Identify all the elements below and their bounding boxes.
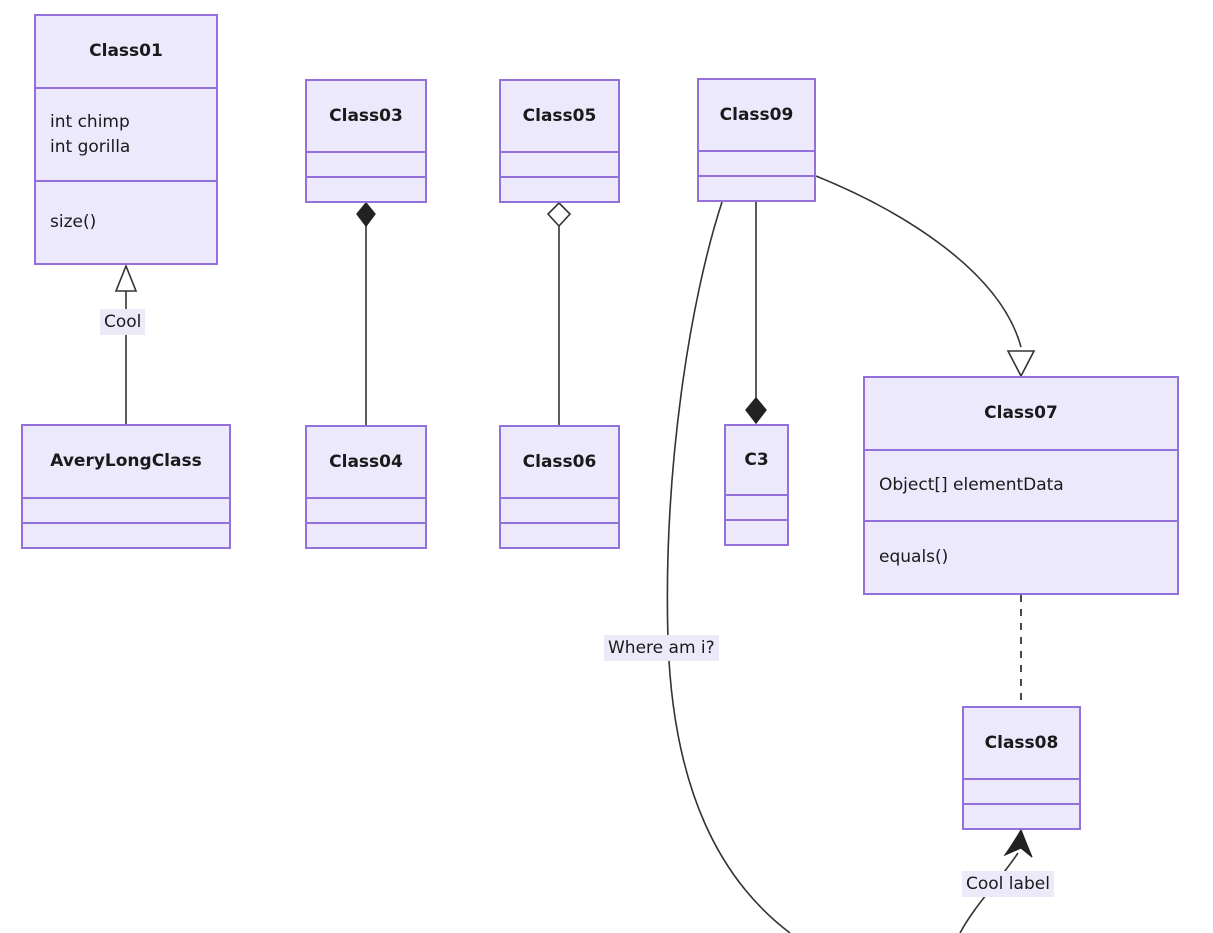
class-title-class08: Class08 — [984, 732, 1059, 753]
class-node-class01[interactable]: Class01 int chimp int gorilla size() — [34, 14, 218, 265]
class-attributes-averylongclass — [23, 496, 229, 522]
class-methods-class04 — [307, 521, 425, 547]
class-node-class03[interactable]: Class03 — [305, 79, 427, 203]
edge-label-cool[interactable]: Cool — [100, 309, 146, 336]
edge-class09-class07 — [815, 175, 1036, 378]
class-methods-class05 — [501, 175, 618, 201]
class-attributes-class06 — [501, 496, 618, 522]
class-node-averylongclass[interactable]: AveryLongClass — [21, 424, 231, 549]
class-title-c3: C3 — [744, 449, 769, 470]
class-node-c3[interactable]: C3 — [724, 424, 789, 546]
class-attributes-class09 — [699, 149, 814, 175]
class-title-class05: Class05 — [522, 105, 597, 126]
class-title-class09: Class09 — [719, 104, 794, 125]
class-methods-class03 — [307, 175, 425, 201]
class-title-class03: Class03 — [329, 105, 403, 126]
method-item: equals() — [879, 547, 949, 568]
attribute-item: int chimp — [50, 111, 130, 132]
edge-label-cool-label[interactable]: Cool label — [962, 871, 1054, 898]
edge-class05-class06 — [546, 201, 572, 425]
class-methods-class01: size() — [36, 180, 216, 263]
class-title-averylongclass: AveryLongClass — [50, 451, 202, 472]
class-attributes-class01: int chimp int gorilla — [36, 86, 216, 181]
edge-class01-averylongclass — [114, 263, 138, 424]
class-methods-class06 — [501, 521, 618, 547]
attribute-item: Object[] elementData — [879, 475, 1064, 496]
edge-class03-class04 — [356, 201, 376, 425]
class-node-class07[interactable]: Class07 Object[] elementData equals() — [863, 376, 1179, 595]
class-methods-averylongclass — [23, 521, 229, 547]
class-attributes-class08 — [964, 777, 1079, 803]
class-attributes-class07: Object[] elementData — [865, 448, 1177, 521]
class-attributes-class04 — [307, 496, 425, 522]
edge-class09-c3 — [745, 202, 767, 425]
class-title-class04: Class04 — [329, 451, 403, 472]
method-item: size() — [50, 212, 97, 233]
class-methods-c3 — [726, 518, 787, 544]
class-methods-class09 — [699, 174, 814, 200]
class-methods-class08 — [964, 802, 1079, 828]
attribute-item: int gorilla — [50, 136, 131, 157]
class-title-class06: Class06 — [522, 451, 597, 472]
class-attributes-c3 — [726, 493, 787, 519]
class-title-class01: Class01 — [89, 41, 163, 62]
edge-label-where-am-i[interactable]: Where am i? — [604, 635, 719, 662]
edge-class09-offscreen — [666, 201, 791, 933]
class-node-class04[interactable]: Class04 — [305, 425, 427, 549]
class-attributes-class05 — [501, 150, 618, 176]
class-node-class08[interactable]: Class08 — [962, 706, 1081, 830]
class-attributes-class03 — [307, 150, 425, 176]
class-title-class07: Class07 — [984, 403, 1058, 424]
class-node-class05[interactable]: Class05 — [499, 79, 620, 203]
class-node-class06[interactable]: Class06 — [499, 425, 620, 549]
class-node-class09[interactable]: Class09 — [697, 78, 816, 202]
class-methods-class07: equals() — [865, 520, 1177, 593]
